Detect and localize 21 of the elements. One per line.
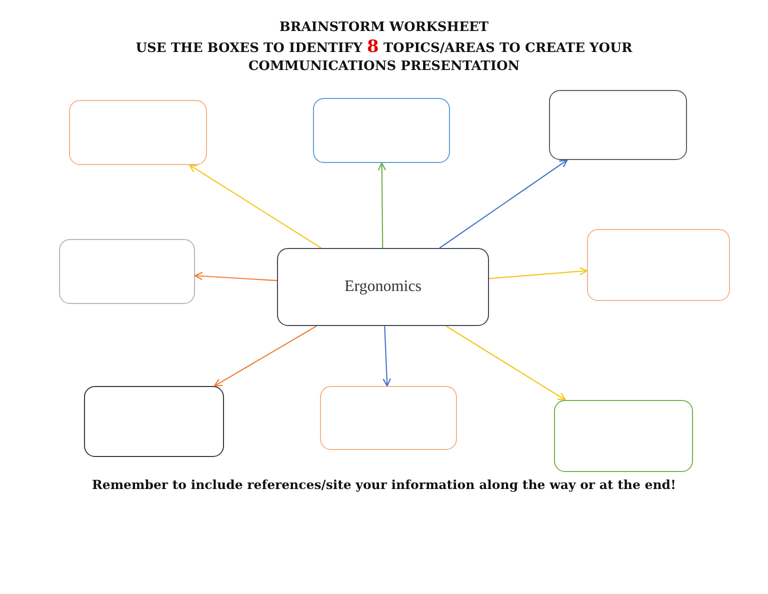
instruction-text: USE THE BOXES TO IDENTIFY 8 TOPICS/AREAS TO CREATE YOUR COMMUNICATIONS PRESENTATION (134, 38, 634, 76)
arrow (194, 272, 278, 282)
empty-box (59, 239, 195, 304)
empty-box (549, 90, 687, 160)
empty-box (69, 100, 207, 165)
empty-box (587, 229, 730, 301)
arrow (382, 326, 392, 387)
empty-box (320, 386, 457, 450)
arrow (214, 326, 317, 387)
empty-box (84, 386, 224, 457)
empty-box (313, 98, 450, 163)
arrow (439, 159, 568, 248)
arrow (488, 267, 588, 280)
arrow (378, 162, 386, 248)
note-text: Remember to include references/site your information along the way or at the end! (90, 476, 678, 494)
topic-text: Ergonomics (344, 278, 422, 296)
arrow (446, 326, 566, 401)
empty-box (554, 400, 693, 472)
arrow (188, 164, 322, 248)
topic-box (277, 248, 489, 326)
worksheet-title: BRAINSTORM WORKSHEET (278, 20, 490, 35)
